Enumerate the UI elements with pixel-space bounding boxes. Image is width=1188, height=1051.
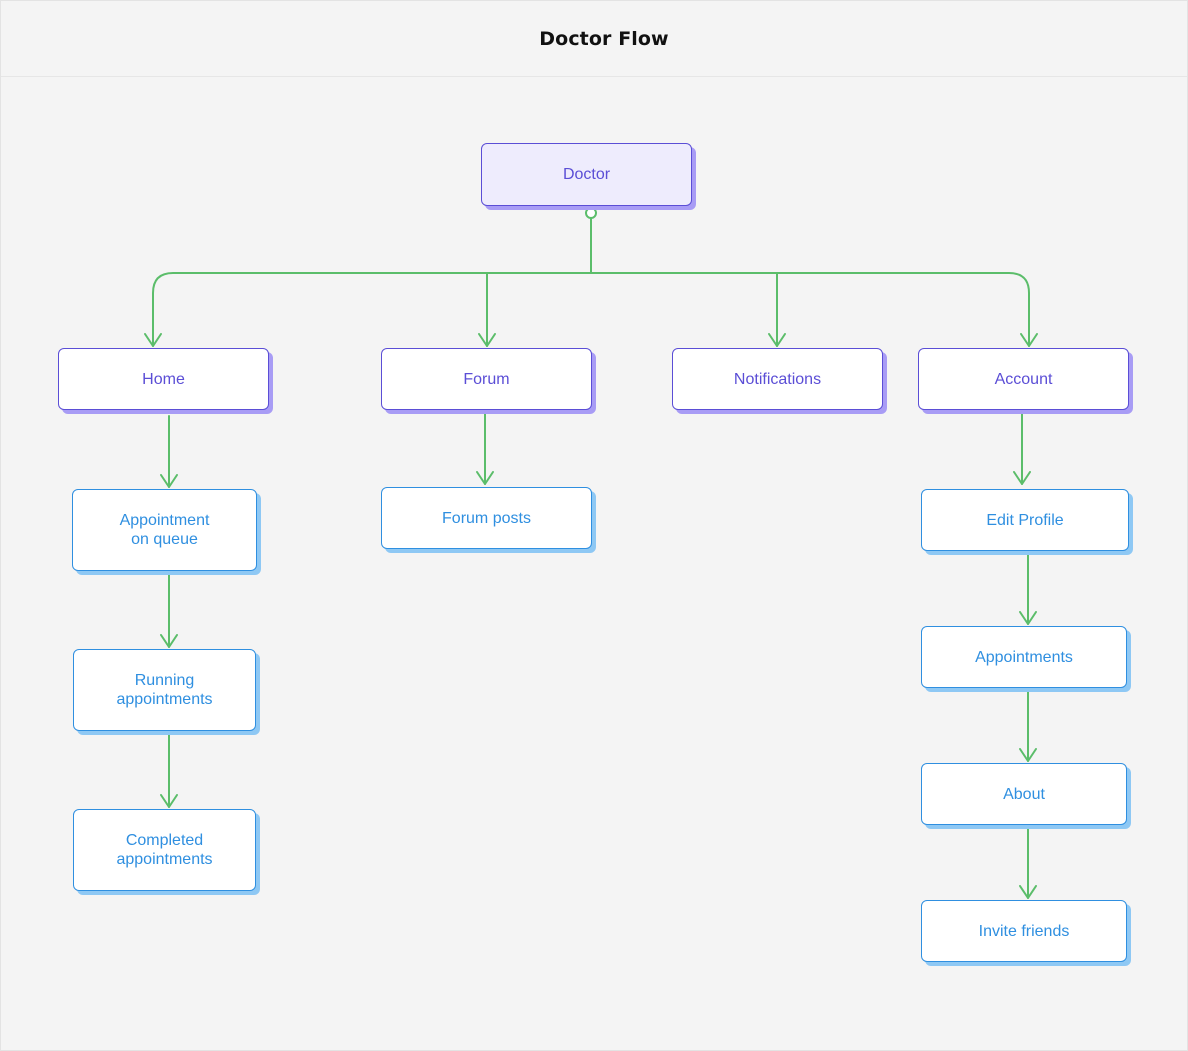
node-doctor[interactable]: Doctor <box>481 143 692 206</box>
node-invite-friends[interactable]: Invite friends <box>921 900 1127 962</box>
arrowhead-account <box>1020 333 1038 347</box>
arrowhead-home-1 <box>160 474 178 488</box>
connector-origin-dot <box>585 207 597 219</box>
node-edit-profile[interactable]: Edit Profile <box>921 489 1129 551</box>
arrowhead-forum <box>478 333 496 347</box>
arrowhead-home <box>144 333 162 347</box>
arrowhead-account-4 <box>1019 885 1037 899</box>
node-about[interactable]: About <box>921 763 1127 825</box>
page-title: Doctor Flow <box>539 27 669 50</box>
arrowhead-account-2 <box>1019 611 1037 625</box>
node-forum[interactable]: Forum <box>381 348 592 410</box>
node-appointment-on-queue[interactable]: Appointment on queue <box>72 489 257 571</box>
arrowhead-account-3 <box>1019 748 1037 762</box>
node-notifications[interactable]: Notifications <box>672 348 883 410</box>
arrowhead-home-2 <box>160 634 178 648</box>
arrowhead-home-3 <box>160 794 178 808</box>
node-appointments[interactable]: Appointments <box>921 626 1127 688</box>
arrowhead-forum-1 <box>476 471 494 485</box>
arrowhead-notifications <box>768 333 786 347</box>
node-account[interactable]: Account <box>918 348 1129 410</box>
header: Doctor Flow <box>1 1 1187 77</box>
node-home[interactable]: Home <box>58 348 269 410</box>
arrowhead-account-1 <box>1013 471 1031 485</box>
node-completed-appointments[interactable]: Completed appointments <box>73 809 256 891</box>
node-running-appointments[interactable]: Running appointments <box>73 649 256 731</box>
connector-bus <box>152 272 1030 347</box>
node-forum-posts[interactable]: Forum posts <box>381 487 592 549</box>
